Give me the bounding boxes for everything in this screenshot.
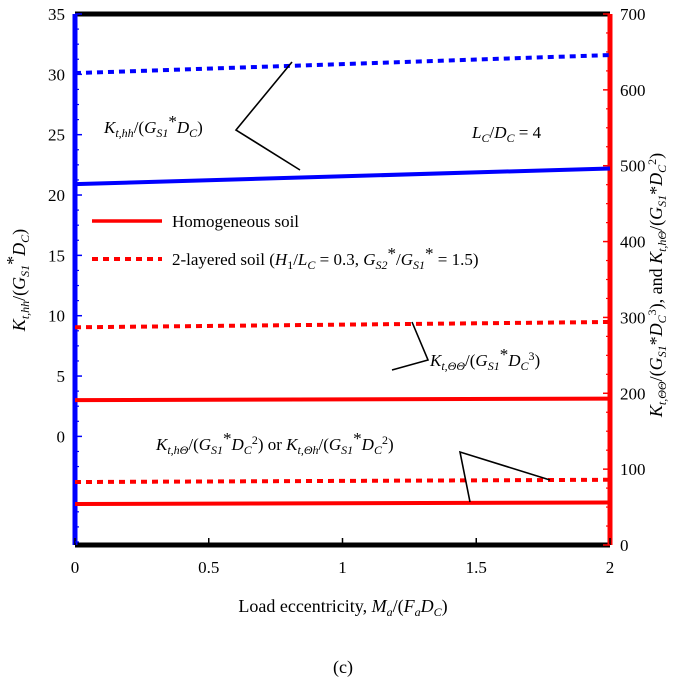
ratio-annotation: LC/DC = 4 (471, 123, 542, 145)
series-line-kth-dotted (74, 477, 611, 485)
x-tick-label: 2 (606, 558, 615, 577)
x-tick-label: 0.5 (198, 558, 219, 577)
series-line-kthh-solid (74, 166, 611, 187)
series-line-kt-dotted (74, 319, 611, 330)
x-tick-label: 0 (71, 558, 80, 577)
thth-annotation: Kt,ΘΘ/(GS1*DC3) (429, 345, 540, 373)
x-tick-label: 1.5 (466, 558, 487, 577)
caption: (c) (333, 657, 353, 678)
right-tick-label: 0 (620, 536, 629, 555)
left-tick-label: 30 (48, 65, 65, 84)
left-tick-label: 25 (48, 126, 65, 145)
series-line-kthh-dotted (74, 53, 611, 76)
left-tick-label: 35 (48, 5, 65, 24)
hth-annotation: Kt,hΘ/(GS1*DC2) or Kt,Θh/(GS1*DC2) (155, 429, 394, 457)
right-tick-label: 700 (620, 5, 646, 24)
series-line-kt-solid (74, 396, 611, 403)
hh-annotation: Kt,hh/(GS1*DC) (103, 112, 203, 140)
legend-two-layer: 2-layered soil (H1/LC = 0.3, GS2*/GS1* =… (172, 244, 479, 272)
x-axis-label: Load eccentricity, Ma/(FaDC) (238, 596, 447, 619)
right-tick-label: 600 (620, 81, 646, 100)
right-tick-label: 100 (620, 460, 646, 479)
legend-homogeneous: Homogeneous soil (172, 212, 299, 231)
left-axis-label: Kt,hh/(GS1*DC) (3, 229, 32, 332)
series-line-kth-solid (74, 500, 611, 507)
left-tick-label: 10 (48, 307, 65, 326)
x-tick-label: 1 (338, 558, 347, 577)
right-tick-label: 200 (620, 384, 646, 403)
right-tick-label: 300 (620, 308, 646, 327)
legend: Homogeneous soil 2-layered soil (H1/LC =… (92, 212, 479, 272)
right-axis-label: Kt,ΘΘ/(GS1*DC3), and Kt,hΘ/(GS1*DC2) (645, 153, 669, 418)
right-tick-label: 400 (620, 233, 646, 252)
left-tick-label: 15 (48, 246, 65, 265)
left-tick-label: 20 (48, 186, 65, 205)
hh-leader (234, 61, 301, 171)
series (74, 53, 611, 507)
left-tick-label: 5 (57, 367, 66, 386)
right-tick-label: 500 (620, 157, 646, 176)
hth-leader (458, 450, 551, 503)
left-tick-label: 0 (57, 427, 66, 446)
thth-leader (391, 321, 430, 371)
